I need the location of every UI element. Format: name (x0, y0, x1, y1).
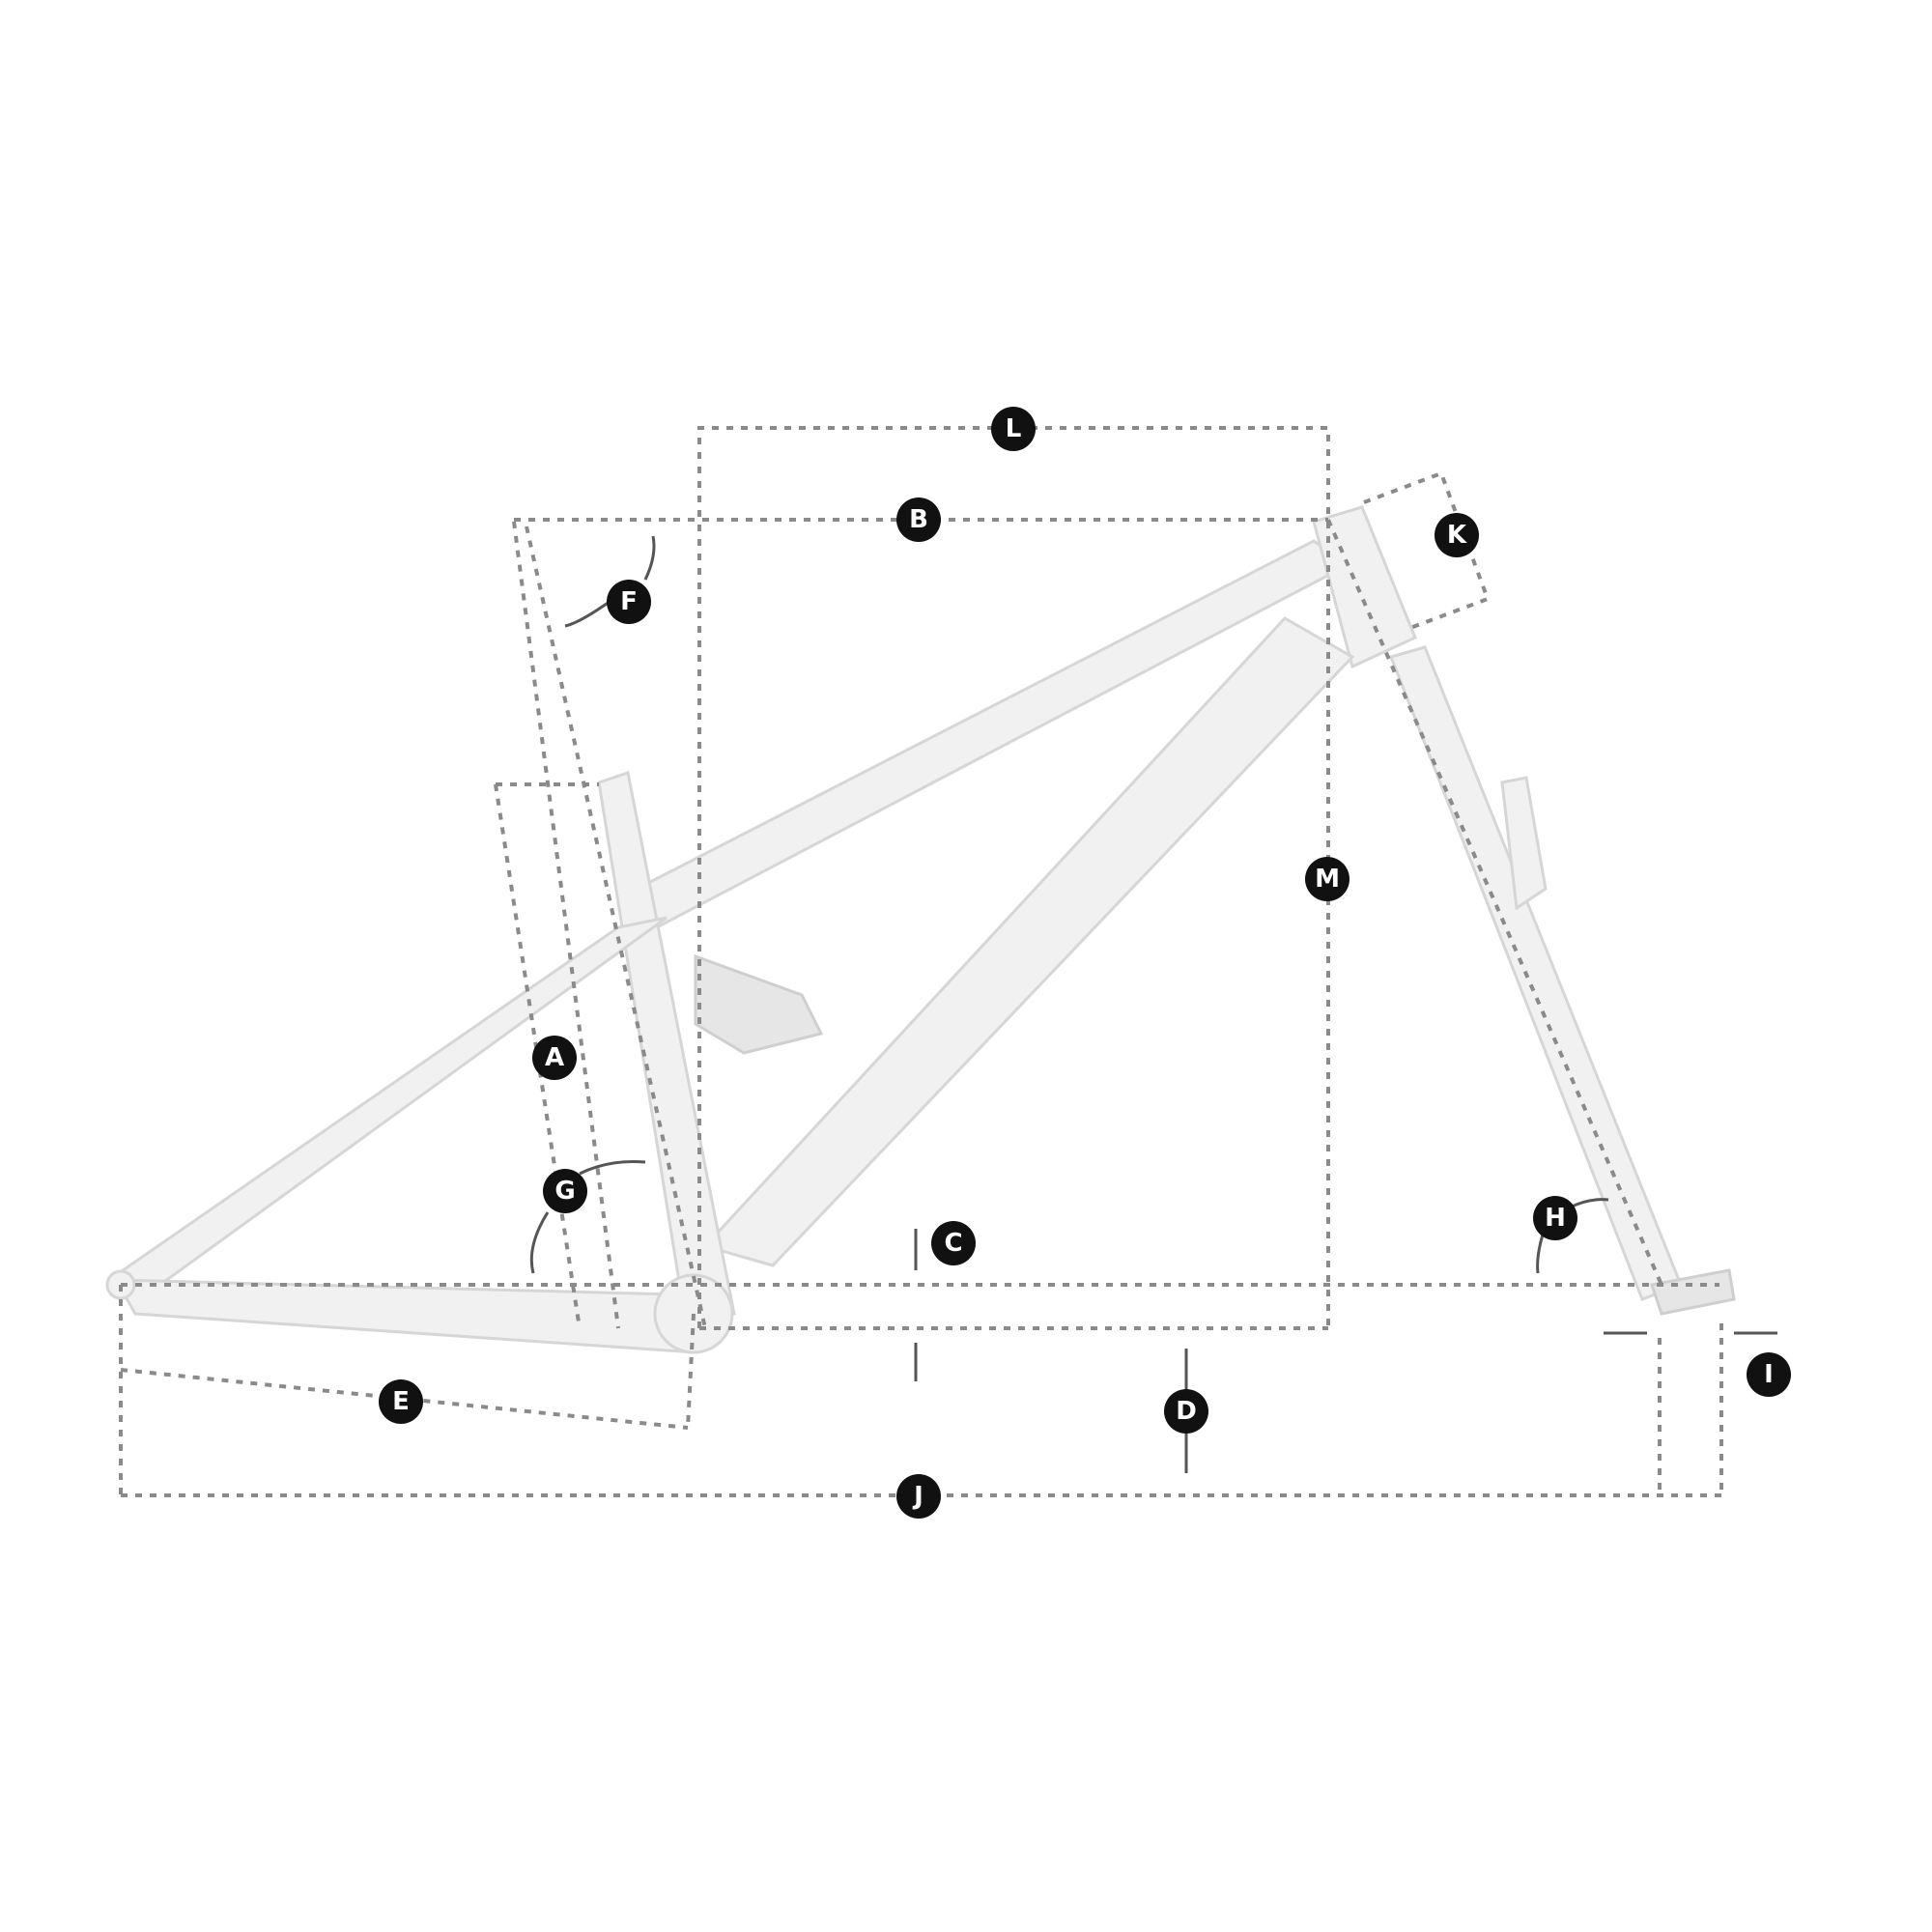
label-j: J (896, 1474, 941, 1519)
label-a: A (532, 1036, 577, 1080)
label-k: K (1435, 513, 1479, 557)
bike-frame (105, 505, 1736, 1354)
label-f: F (607, 580, 651, 624)
label-c: C (931, 1221, 976, 1265)
label-h: H (1533, 1196, 1577, 1240)
label-l: L (991, 407, 1036, 451)
label-m: M (1305, 857, 1350, 901)
label-e: E (379, 1379, 423, 1424)
dimension-lines (119, 426, 1723, 1497)
label-g: G (543, 1169, 587, 1213)
label-i: I (1747, 1352, 1791, 1397)
label-d: D (1164, 1389, 1208, 1434)
label-b: B (896, 497, 941, 542)
